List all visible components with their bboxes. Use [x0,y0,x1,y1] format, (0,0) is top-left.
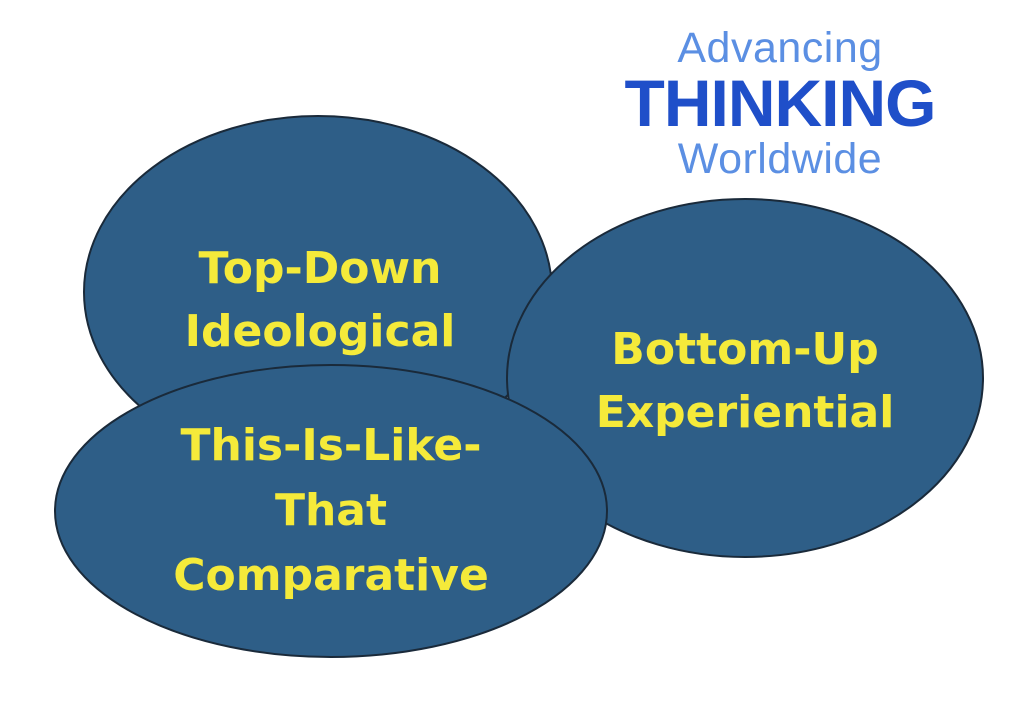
label-top-down: Top-Down [199,243,442,294]
label-comparative: Comparative [173,550,489,601]
oval-this-is-like-that-comparative [54,364,608,658]
label-experiential: Experiential [596,387,895,438]
oval-bottom-up-shape [506,198,984,558]
oval-bottom-up-experiential [506,198,984,558]
label-this-is-like: This-Is-Like- [181,420,482,471]
logo-line-thinking: THINKING [624,66,937,140]
label-ideological: Ideological [185,306,456,357]
oval-this-is-like-shape [54,364,608,658]
label-that: That [275,485,387,536]
label-bottom-up: Bottom-Up [611,324,878,375]
logo-line-worldwide: Worldwide [677,135,883,183]
advancing-thinking-logo: Advancing THINKING Worldwide [592,26,968,182]
logo-line-advancing: Advancing [677,24,883,72]
